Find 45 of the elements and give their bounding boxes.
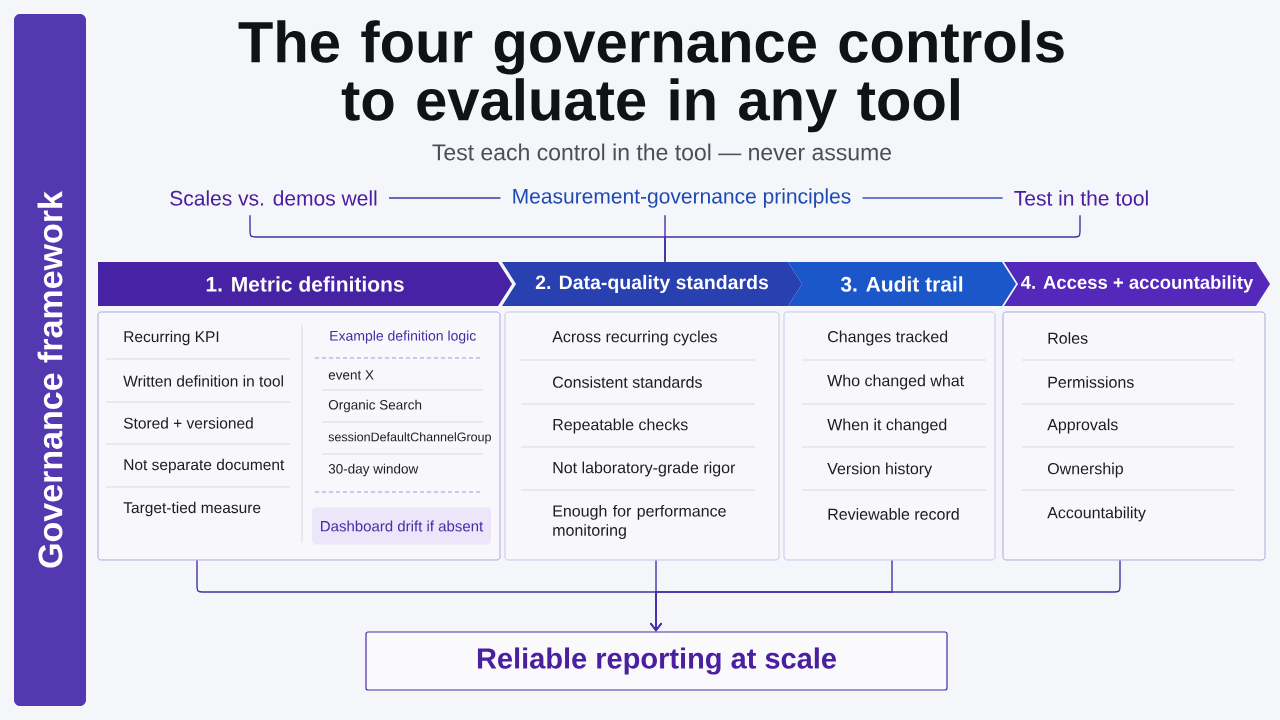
list-item: Across recurring cycles	[552, 330, 717, 346]
list-item: Not separate document	[124, 458, 285, 474]
column-heading: Example definition logic	[330, 330, 476, 344]
list-item: Reviewable record	[828, 508, 959, 520]
connector-line	[388, 197, 502, 199]
list-item: Who changed what	[827, 374, 965, 390]
list-item: Organic Search	[328, 399, 422, 413]
panel	[504, 311, 780, 561]
list-item: Not laboratory-grade rigor	[553, 461, 736, 477]
list-item: Permissions	[1048, 376, 1134, 388]
list-item: Approvals	[1047, 418, 1118, 434]
side-band: Governance framework	[14, 14, 86, 706]
list-item: Accountability	[1047, 506, 1146, 522]
list-item: Changes tracked	[828, 330, 948, 346]
chevron-header: 1. Metric definitions	[98, 262, 512, 306]
list-item: Repeatable checks	[553, 418, 688, 434]
list-item: 30-day window	[328, 463, 419, 477]
arrow	[649, 559, 1121, 632]
list-item: sessionDefaultChannelGroup	[328, 432, 491, 444]
panel	[97, 311, 501, 561]
text-label: Scales vs. demos well	[170, 190, 377, 206]
list-item: Stored + versioned	[123, 417, 253, 429]
text-label: Test in the tool	[1014, 190, 1148, 206]
title: The four governance controls to evaluate in any tool	[238, 20, 1064, 133]
list-item: Written definition in tool	[123, 375, 283, 387]
connector-line	[861, 197, 1004, 199]
result-box: Reliable reporting at scale	[365, 631, 948, 691]
panel	[1002, 311, 1266, 561]
subtitle: Test each control in the tool — never assume	[432, 143, 892, 161]
list-item: Recurring KPI	[124, 330, 219, 346]
list-item: Target-tied measure	[123, 501, 261, 517]
text-label: Measurement-governance principles	[513, 188, 851, 208]
list-item: Roles	[1048, 332, 1088, 344]
chevron-header: 2. Data-quality standards	[502, 262, 802, 306]
list-item: Consistent standards	[553, 376, 702, 388]
note-box: Dashboard drift if absent	[312, 507, 491, 545]
list-item: When it changed	[827, 418, 947, 434]
list-item: event X	[328, 370, 374, 380]
chevron-header: 4. Access + accountability	[1004, 262, 1270, 306]
panel	[783, 311, 996, 561]
chevron-header: 3. Audit trail	[788, 262, 1016, 306]
list-item: Ownership	[1047, 462, 1123, 478]
list-item: Version history	[827, 462, 933, 478]
connector-line	[664, 214, 1081, 263]
list-item: Enough for performance monitoring	[553, 504, 726, 540]
